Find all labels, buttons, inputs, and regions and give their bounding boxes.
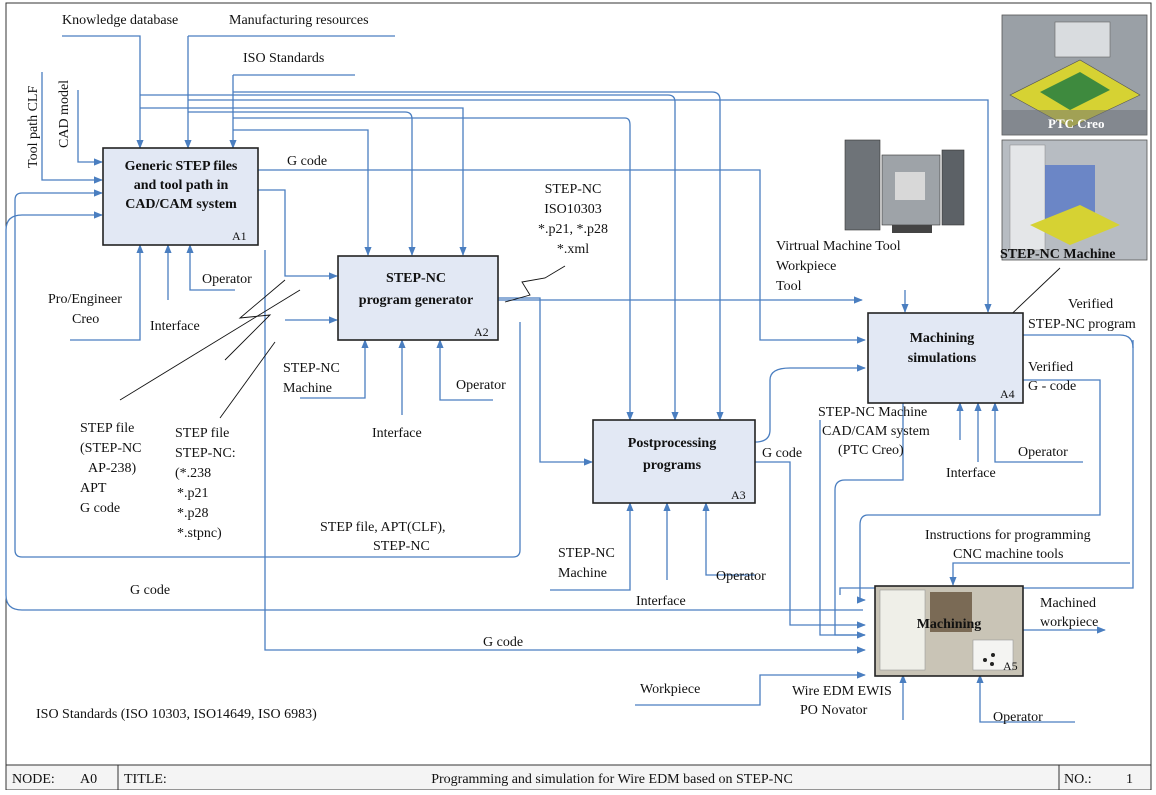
box-a1-line-3: CAD/CAM system (125, 197, 237, 212)
label-step-file-2-1: STEP file (175, 426, 229, 441)
label-tool-path-clf: Tool path CLF (26, 86, 41, 168)
box-a1[interactable]: Generic STEP files and tool path in CAD/… (102, 147, 259, 246)
box-a4-line-1: Machining (910, 331, 975, 346)
box-a5-id: A5 (1003, 659, 1018, 673)
label-step-file-apt-1: STEP file, APT(CLF), (320, 520, 446, 535)
label-g-code-left: G code (130, 583, 170, 598)
label-step-file-1-5: G code (80, 501, 120, 516)
box-a3-line-2: programs (643, 458, 702, 473)
label-creo: Creo (72, 312, 99, 327)
box-a1-line-2: and tool path in (134, 178, 229, 193)
label-interface-a1: Interface (150, 319, 200, 334)
label-step-file-2-6: *.stpnc) (177, 526, 222, 541)
label-interface-a3: Interface (636, 594, 686, 609)
label-step-file-2-3: (*.238 (175, 466, 211, 481)
label-machined-workpiece-2: workpiece (1040, 615, 1098, 630)
label-wire-edm-1: Wire EDM EWIS (792, 684, 892, 699)
ptc-creo-caption: PTC Creo (1048, 116, 1104, 131)
ptc-creo-picture: PTC Creo (1001, 14, 1148, 136)
label-step-file-1-2: (STEP-NC (80, 441, 141, 456)
no-value: 1 (1126, 772, 1133, 787)
label-stepnc-out-3: *.p21, *.p28 (538, 222, 608, 237)
label-stepnc-out-4: *.xml (557, 242, 589, 257)
label-iso-standards-note: ISO Standards (ISO 10303, ISO14649, ISO … (36, 707, 317, 722)
label-operator-a5: Operator (993, 710, 1043, 725)
machine-cabinet-photo (879, 589, 926, 671)
stepnc-machine-picture: STEP-NC Machine (1000, 139, 1148, 262)
label-manufacturing-resources: Manufacturing resources (229, 13, 369, 28)
label-verified-gcode-2: G - code (1028, 379, 1076, 394)
box-a1-line-1: Generic STEP files (125, 159, 238, 174)
label-step-file-2-2: STEP-NC: (175, 446, 236, 461)
label-stepnc-machine-a3-1: STEP-NC (558, 546, 615, 561)
label-pro-engineer: Pro/Engineer (48, 292, 122, 307)
box-a2-line-2: program generator (359, 293, 473, 308)
label-iso-standards: ISO Standards (243, 51, 324, 66)
virtual-machine-tool-picture (844, 139, 965, 233)
label-stepnc-out-2: ISO10303 (544, 202, 602, 217)
label-g-code-a3: G code (762, 446, 802, 461)
box-a1-id: A1 (232, 229, 247, 243)
label-g-code-a1: G code (287, 154, 327, 169)
label-g-code-bottom: G code (483, 635, 523, 650)
label-a4-controls-3: (PTC Creo) (838, 443, 904, 458)
label-virtual-machine-1: Virtrual Machine Tool (776, 239, 901, 254)
box-a3-id: A3 (731, 488, 746, 502)
label-operator-a1: Operator (202, 272, 252, 287)
label-step-file-1-1: STEP file (80, 421, 134, 436)
stepnc-machine-caption: STEP-NC Machine (1000, 247, 1116, 262)
title-block: NODE: A0 TITLE: Programming and simulati… (5, 764, 1152, 791)
label-instructions-1: Instructions for programming (925, 528, 1091, 543)
label-step-file-apt-2: STEP-NC (373, 539, 430, 554)
node-label: NODE: (12, 772, 55, 787)
box-a3[interactable]: Postprocessing programs A3 (592, 419, 756, 504)
flow-arrows (5, 35, 1134, 723)
label-step-file-1-3: AP-238) (88, 461, 137, 476)
label-instructions-2: CNC machine tools (953, 547, 1063, 562)
machine-interior-photo (930, 592, 972, 632)
label-step-file-2-4: *.p21 (177, 486, 209, 501)
box-a4-id: A4 (1000, 387, 1015, 401)
label-verified-gcode-1: Verified (1028, 360, 1073, 375)
label-interface-a4: Interface (946, 466, 996, 481)
label-operator-a4: Operator (1018, 445, 1068, 460)
label-virtual-machine-2: Workpiece (776, 259, 836, 274)
title-value: Programming and simulation for Wire EDM … (431, 772, 793, 787)
label-stepnc-machine-a2-2: Machine (283, 381, 332, 396)
label-verified-stepnc-1: Verified (1068, 297, 1113, 312)
label-interface-a2: Interface (372, 426, 422, 441)
diagram-labels: Knowledge database Manufacturing resourc… (26, 13, 1136, 725)
label-a4-controls-2: CAD/CAM system (822, 424, 930, 439)
box-a4[interactable]: Machining simulations A4 (867, 312, 1024, 404)
box-a2-line-1: STEP-NC (386, 271, 446, 286)
label-verified-stepnc-2: STEP-NC program (1028, 317, 1136, 332)
label-stepnc-machine-a2-1: STEP-NC (283, 361, 340, 376)
box-a5[interactable]: Machining A5 (874, 585, 1024, 677)
box-a2[interactable]: STEP-NC program generator A2 (337, 255, 499, 341)
label-virtual-machine-3: Tool (776, 279, 802, 294)
label-stepnc-machine-a3-2: Machine (558, 566, 607, 581)
box-a5-line-1: Machining (917, 617, 982, 632)
label-cad-model: CAD model (57, 80, 72, 148)
label-machined-workpiece-1: Machined (1040, 596, 1096, 611)
box-a4-line-2: simulations (908, 351, 977, 366)
label-operator-a2: Operator (456, 378, 506, 393)
label-operator-a3: Operator (716, 569, 766, 584)
box-a3-line-1: Postprocessing (628, 436, 716, 451)
label-step-file-1-4: APT (80, 481, 107, 496)
node-value: A0 (80, 772, 97, 787)
label-workpiece: Workpiece (640, 682, 700, 697)
label-wire-edm-2: PO Novator (800, 703, 868, 718)
no-label: NO.: (1064, 772, 1092, 787)
label-a4-controls-1: STEP-NC Machine (818, 405, 927, 420)
label-stepnc-out-1: STEP-NC (545, 182, 602, 197)
label-knowledge-database: Knowledge database (62, 13, 178, 28)
title-label: TITLE: (124, 772, 167, 787)
label-step-file-2-5: *.p28 (177, 506, 209, 521)
box-a2-id: A2 (474, 325, 489, 339)
